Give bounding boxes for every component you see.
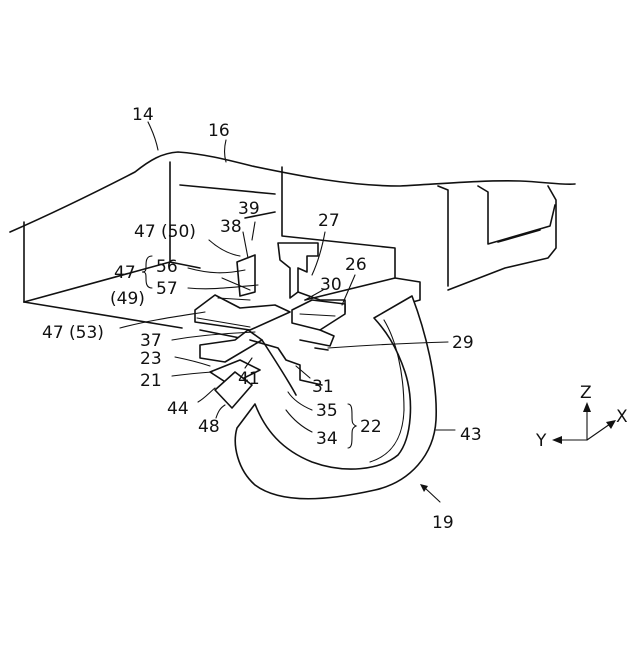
label-27: 27 (318, 211, 340, 231)
label-47: 47 (114, 263, 136, 283)
x-axis-line (587, 424, 610, 440)
x-axis-arrow (606, 420, 616, 429)
label-26: 26 (345, 255, 367, 275)
label-23: 23 (140, 349, 162, 369)
label-21: 21 (140, 371, 162, 391)
label-43: 43 (460, 425, 482, 445)
label-19: 19 (432, 513, 454, 533)
label-47-53: 47 (53) (42, 323, 104, 343)
axis-label-z: Z (580, 383, 592, 403)
label-56: 56 (156, 257, 178, 277)
z-axis-arrow (583, 402, 591, 412)
label-31: 31 (312, 377, 334, 397)
axis-label-x: X (616, 407, 628, 427)
label-38: 38 (220, 217, 242, 237)
label-30: 30 (320, 275, 342, 295)
label-47-50: 47 (50) (134, 222, 196, 242)
harness-band (235, 296, 436, 499)
label-35: 35 (316, 401, 338, 421)
label-14: 14 (132, 105, 154, 125)
label-16: 16 (208, 121, 230, 141)
label-48: 48 (198, 417, 220, 437)
label-57: 57 (156, 279, 178, 299)
label-41: 41 (238, 369, 260, 389)
ceiling-panel (10, 152, 575, 328)
coordinate-axes: Z Y X (535, 383, 628, 451)
y-axis-arrow (552, 436, 562, 444)
axis-label-y: Y (535, 431, 547, 451)
label-29: 29 (452, 333, 474, 353)
label-37: 37 (140, 331, 162, 351)
label-22: 22 (360, 417, 382, 437)
label-49: (49) (110, 289, 145, 309)
label-39: 39 (238, 199, 260, 219)
label-34: 34 (316, 429, 338, 449)
label-44: 44 (167, 399, 189, 419)
